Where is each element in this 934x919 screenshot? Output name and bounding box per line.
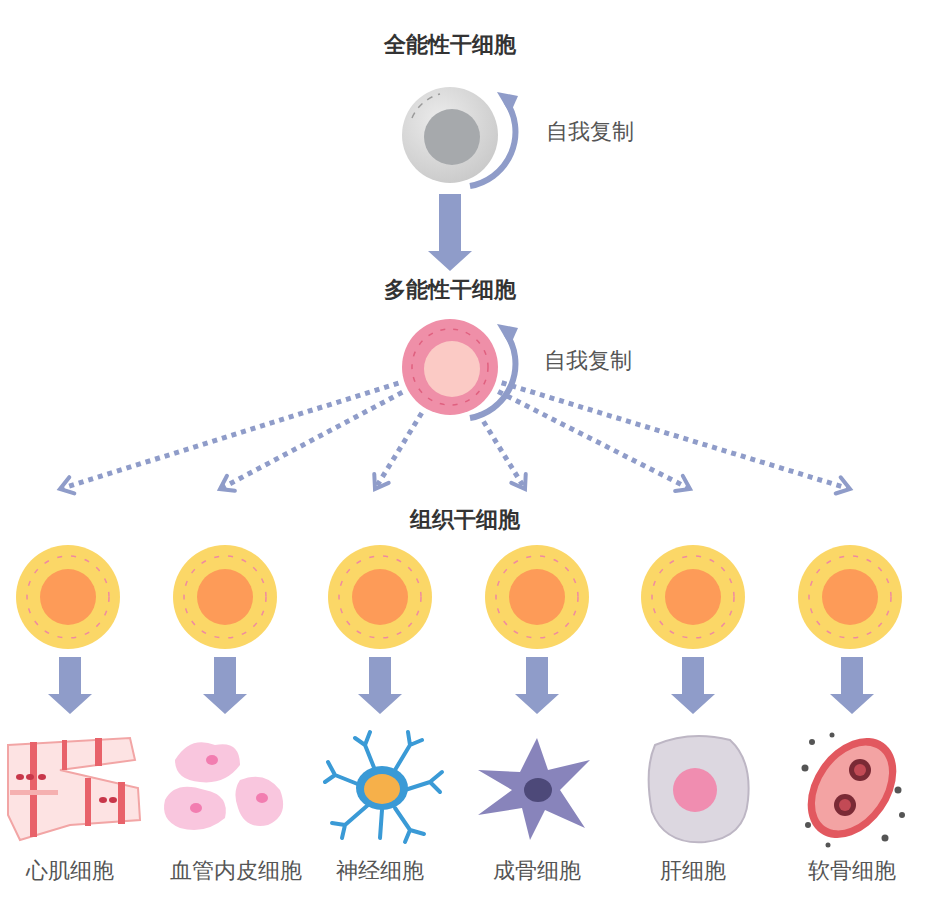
- pluripotent-cell: [402, 319, 518, 418]
- self-renewal-label: 自我复制: [546, 117, 634, 147]
- tissue-stem-cells: [16, 545, 902, 649]
- block-arrow: [671, 657, 715, 714]
- cell-name: 肝细胞: [638, 856, 748, 886]
- cell-name: 血管内皮细胞: [170, 856, 280, 886]
- hepatocyte-picture: [649, 736, 749, 842]
- osteoblast-picture: [478, 738, 590, 840]
- cardiomyocyte-picture: [8, 738, 140, 840]
- stem-cell-node: 多能性干细胞: [379, 275, 521, 421]
- cell-type-node: 软骨细胞: [797, 718, 907, 886]
- self-renewal-label: 自我复制: [544, 346, 632, 376]
- stem-cell-heading: 组织干细胞: [0, 505, 932, 535]
- cell-name: 软骨细胞: [797, 856, 907, 886]
- block-arrow: [428, 194, 472, 271]
- endothelial-picture: [164, 742, 283, 830]
- cell-name: 神经细胞: [325, 856, 435, 886]
- cell-type-node: 成骨细胞: [482, 718, 592, 886]
- tissue-stem-cell-band: 组织干细胞: [0, 505, 932, 655]
- stem-cell-node: 全能性干细胞: [379, 30, 521, 190]
- neuron-picture: [325, 732, 442, 842]
- cell-type-node: 神经细胞: [325, 718, 435, 886]
- stem-cell-heading: 多能性干细胞: [379, 275, 521, 305]
- block-arrow: [48, 657, 92, 714]
- block-arrow: [358, 657, 402, 714]
- block-arrow: [203, 657, 247, 714]
- cell-name: 成骨细胞: [482, 856, 592, 886]
- dotted-arrow-fan: [60, 383, 850, 494]
- cell-type-node: 血管内皮细胞: [170, 718, 280, 886]
- chondrocyte-picture: [789, 721, 914, 855]
- stem-cell-heading: 全能性干细胞: [379, 30, 521, 60]
- cell-name: 心肌细胞: [15, 856, 125, 886]
- block-arrow: [830, 657, 874, 714]
- totipotent-cell: [402, 87, 518, 186]
- cell-type-node: 心肌细胞: [15, 718, 125, 886]
- block-arrow: [515, 657, 559, 714]
- cell-type-node: 肝细胞: [638, 718, 748, 886]
